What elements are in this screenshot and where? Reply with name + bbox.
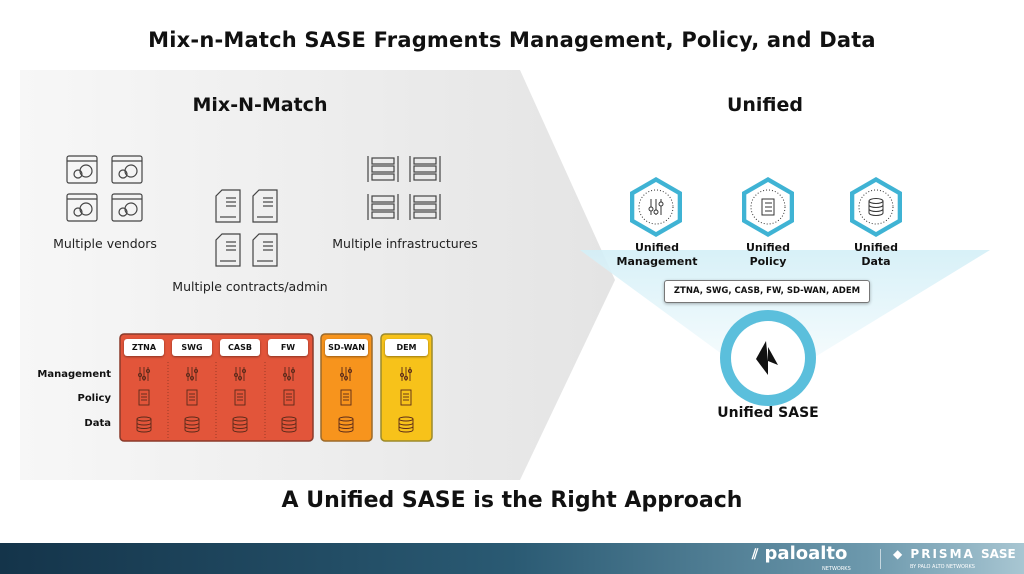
- checklist-icon: [283, 389, 295, 406]
- paloalto-mark-icon: ⫽: [752, 547, 759, 563]
- label-line: Unified: [745, 241, 791, 254]
- sliders-icon: [233, 367, 247, 381]
- sliders-icon: [185, 367, 199, 381]
- column-header-casb: CASB: [220, 339, 260, 356]
- conclusion-text: A Unified SASE is the Right Approach: [281, 488, 743, 513]
- database-icon: [136, 416, 152, 433]
- page-title: Mix-n-Match SASE Fragments Management, P…: [148, 28, 876, 52]
- checklist-icon: [340, 389, 352, 406]
- paloalto-logo: ⫽ paloalto: [752, 544, 847, 565]
- footer-bar: ⫽ paloalto NETWORKS ◆ PRISMA SASE BY PAL…: [0, 543, 1024, 574]
- checklist-icon: [186, 389, 198, 406]
- database-icon: [184, 416, 200, 433]
- label-line: Policy: [749, 255, 787, 268]
- column-header-dem: DEM: [385, 339, 428, 356]
- prisma-logo-icon: [756, 341, 778, 375]
- prisma-mark-icon: ◆: [893, 547, 905, 561]
- server-rack-icon: [367, 156, 441, 220]
- unified-heading: Unified: [726, 94, 804, 116]
- brand-name: paloalto: [764, 543, 848, 564]
- sd-wan-block: [320, 333, 373, 442]
- checklist-icon: [234, 389, 246, 406]
- multiple-vendors-label: Multiple vendors: [53, 236, 157, 251]
- multiple-infrastructures-label: Multiple infrastructures: [332, 236, 478, 251]
- database-icon: [868, 198, 884, 216]
- column-header-sd-wan: SD-WAN: [325, 339, 368, 356]
- label-line: Unified: [634, 241, 680, 254]
- database-icon: [281, 416, 297, 433]
- prisma-sase-logo: ◆ PRISMA SASE: [893, 547, 1016, 561]
- column-header-fw: FW: [268, 339, 308, 356]
- checklist-icon: [761, 198, 775, 216]
- column-header-ztna: ZTNA: [124, 339, 164, 356]
- database-icon: [232, 416, 248, 433]
- unified-hex-2: [850, 177, 902, 237]
- sliders-icon: [648, 199, 664, 215]
- cell-icons: [136, 367, 414, 433]
- services-pill: ZTNA, SWG, CASB, FW, SD-WAN, ADEM: [664, 280, 870, 303]
- row-label-data: Data: [84, 418, 111, 429]
- product-name: PRISMA: [910, 547, 975, 561]
- label-line: Management: [616, 255, 698, 268]
- unified-hex-0: [630, 177, 682, 237]
- unified-hex-1: [742, 177, 794, 237]
- multiple-contracts-label: Multiple contracts/admin: [172, 279, 328, 294]
- core-services-block: [119, 333, 314, 442]
- unified-sase-label: Unified SASE: [717, 405, 819, 421]
- label-line: Data: [861, 255, 891, 268]
- footer-divider: [880, 549, 881, 569]
- browser-gears-icon: [66, 155, 143, 222]
- mix-n-match-heading: Mix-N-Match: [192, 94, 328, 116]
- label-line: Unified: [853, 241, 899, 254]
- sliders-icon: [399, 367, 413, 381]
- column-header-swg: SWG: [172, 339, 212, 356]
- contract-document-icon: [215, 189, 278, 267]
- sliders-icon: [137, 367, 151, 381]
- database-icon: [338, 416, 354, 433]
- column-dividers: [167, 362, 266, 438]
- sliders-icon: [339, 367, 353, 381]
- row-label-management: Management: [37, 369, 111, 380]
- database-icon: [398, 416, 414, 433]
- checklist-icon: [400, 389, 412, 406]
- checklist-icon: [138, 389, 150, 406]
- product-sub: BY PALO ALTO NETWORKS: [910, 564, 975, 570]
- brand-sub: NETWORKS: [822, 566, 851, 572]
- sliders-icon: [282, 367, 296, 381]
- unified-funnel: [580, 250, 990, 360]
- dem-block: [380, 333, 433, 442]
- row-label-policy: Policy: [77, 393, 111, 404]
- product-name-2: SASE: [980, 547, 1016, 561]
